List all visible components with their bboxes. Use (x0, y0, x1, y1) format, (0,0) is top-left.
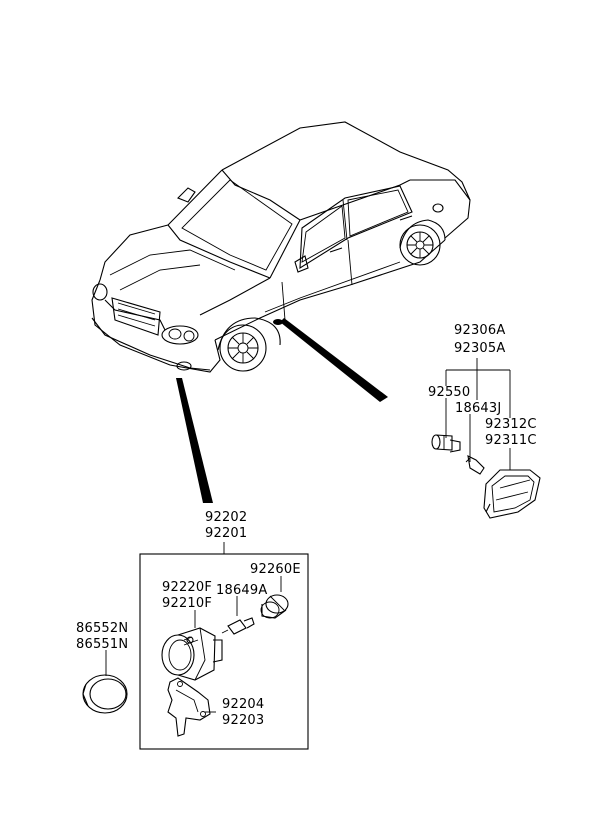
repeater-socket-part (431, 434, 461, 453)
label-92260E: 92260E (250, 562, 301, 577)
label-86552N: 86552N (76, 621, 129, 636)
label-92312C: 92312C (485, 417, 537, 432)
repeater-bulb-part (465, 455, 485, 475)
fog-lamp-leader (176, 378, 213, 503)
car-illustration (91, 121, 471, 373)
side-repeater-callouts (445, 358, 511, 470)
fog-lamp-housing-part (161, 627, 223, 681)
label-92204: 92204 (222, 697, 265, 712)
repeater-lens-part (483, 469, 541, 519)
fog-bracket-part (167, 677, 211, 737)
label-92203: 92203 (222, 713, 265, 728)
fog-bulb-part (221, 617, 255, 635)
fog-socket-part (260, 594, 289, 619)
label-92210F: 92210F (162, 596, 213, 611)
side-repeater-leader (280, 318, 388, 402)
label-18643J: 18643J (455, 401, 502, 416)
label-18649A: 18649A (216, 583, 268, 598)
label-92305A: 92305A (454, 341, 506, 356)
label-92201: 92201 (205, 526, 248, 541)
label-92306A: 92306A (454, 323, 506, 338)
label-86551N: 86551N (76, 637, 129, 652)
label-92202: 92202 (205, 510, 248, 525)
label-92220F: 92220F (162, 580, 213, 595)
cover-part (82, 674, 128, 714)
label-92311C: 92311C (485, 433, 537, 448)
label-92550: 92550 (428, 385, 471, 400)
fog-lamp-assembly-box (139, 553, 309, 750)
